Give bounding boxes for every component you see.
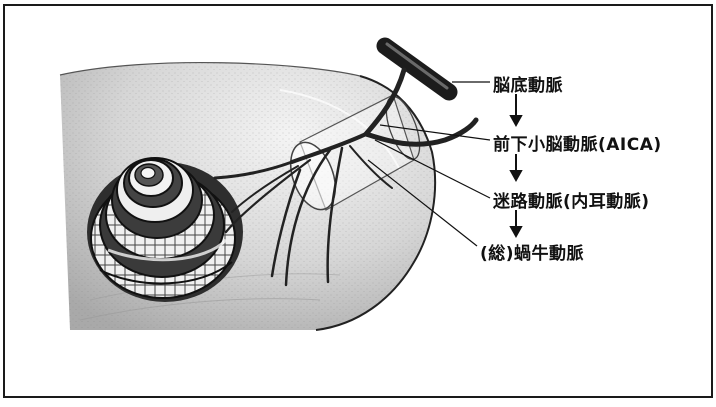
label-cochlear-artery: (総)蝸牛動脈 [480, 239, 584, 264]
label-labyrinthine-artery: 迷路動脈(内耳動脈) [493, 187, 650, 212]
label-aica: 前下小脳動脈(AICA) [493, 130, 662, 155]
label-basilar-artery: 脳底動脈 [493, 71, 563, 96]
